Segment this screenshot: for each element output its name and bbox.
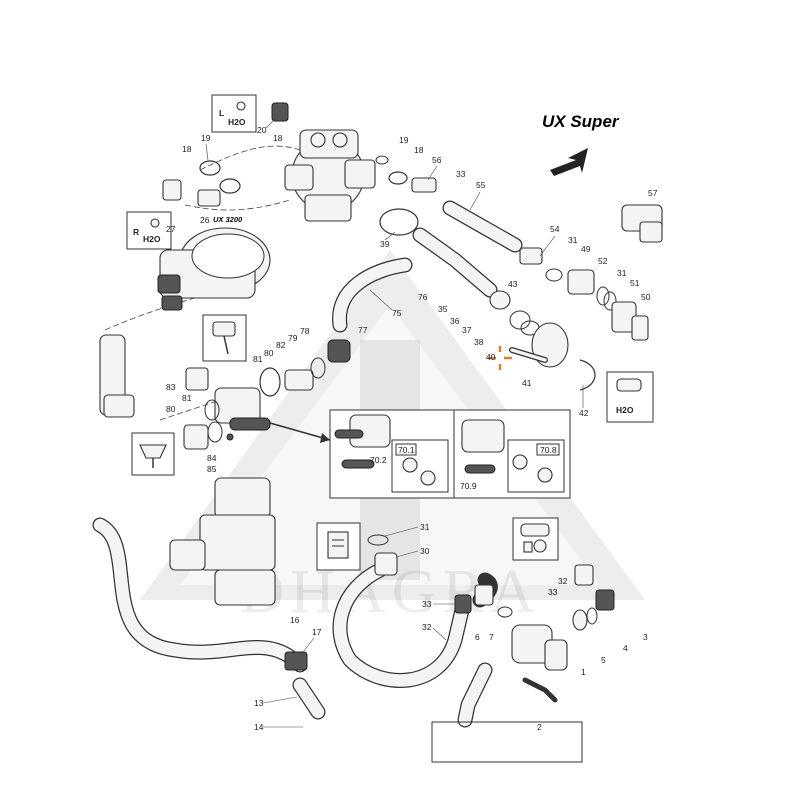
part-label: 3 — [643, 632, 648, 642]
svg-text:R: R — [133, 227, 139, 237]
part-label: 77 — [358, 325, 368, 335]
tank-water-icon: H2O — [606, 371, 654, 423]
right-water-icon: R H2O — [126, 211, 172, 250]
part-20 — [271, 102, 289, 122]
part-label: 19 — [399, 135, 409, 145]
strainer-icon — [316, 522, 361, 571]
part-label: 33 — [422, 599, 432, 609]
filter-housing — [157, 227, 271, 311]
part-label: 80 — [166, 404, 176, 414]
part-label: 37 — [462, 325, 472, 335]
part-label: 16 — [290, 615, 300, 625]
direction-arrow-icon — [550, 148, 588, 176]
part-label: 54 — [550, 224, 560, 234]
part-label: 26 — [200, 215, 210, 225]
part-label: 56 — [432, 155, 442, 165]
part-label: 13 — [254, 698, 264, 708]
part-label: 55 — [476, 180, 486, 190]
part-label: 32 — [558, 576, 568, 586]
part-label: 30 — [420, 546, 430, 556]
part-label: 51 — [630, 278, 640, 288]
part-label: 1 — [581, 667, 586, 677]
part-label: 27 — [166, 224, 176, 234]
part-label: 4 — [623, 643, 628, 653]
part-label: 6 — [475, 632, 480, 642]
part-label: 2 — [537, 722, 542, 732]
pump-assembly — [284, 129, 376, 222]
model-note: UX 3200 — [213, 215, 243, 224]
part-label: 39 — [380, 239, 390, 249]
callout-70-1: 70.1 — [398, 445, 415, 455]
part-label: 7 — [489, 632, 494, 642]
part-label: 31 — [568, 235, 578, 245]
part-label: 31 — [420, 522, 430, 532]
part-label: 42 — [579, 408, 589, 418]
part-label: 78 — [300, 326, 310, 336]
part-label: 38 — [474, 337, 484, 347]
part-label: 31 — [617, 268, 627, 278]
part-label: 35 — [438, 304, 448, 314]
valve-assembly — [183, 357, 326, 450]
part-label: 75 — [392, 308, 402, 318]
part-label: 80 — [264, 348, 274, 358]
filler-cap — [509, 322, 569, 368]
part-label: 50 — [641, 292, 651, 302]
valve-variants-panel: 70.1 70.2 70.8 70.9 — [329, 409, 571, 499]
diagram-title: UX Super — [542, 112, 620, 131]
callout-70-2: 70.2 — [370, 455, 387, 465]
part-label: 57 — [648, 188, 658, 198]
svg-text:H2O: H2O — [143, 234, 161, 244]
part-label: 18 — [182, 144, 192, 154]
part-label: 18 — [414, 145, 424, 155]
part-label: 14 — [254, 722, 264, 732]
drain-icon — [131, 432, 175, 476]
part-label: 33 — [548, 587, 558, 597]
part-label: 43 — [508, 279, 518, 289]
callout-70-9: 70.9 — [460, 481, 477, 491]
part-label: 82 — [276, 340, 286, 350]
bucket-icon — [512, 517, 559, 561]
part-label: 81 — [253, 354, 263, 364]
svg-text:H2O: H2O — [228, 117, 246, 127]
part-label: 76 — [418, 292, 428, 302]
part-label: 5 — [601, 655, 606, 665]
svg-text:L: L — [219, 108, 224, 118]
part-label: 40 — [486, 352, 496, 362]
part-label: 81 — [182, 393, 192, 403]
part-label: 17 — [312, 627, 322, 637]
part-label: 84 — [207, 453, 217, 463]
left-water-icon: L H2O — [211, 94, 257, 133]
callout-70-8: 70.8 — [540, 445, 557, 455]
crosshair-icon — [488, 346, 512, 370]
part-label: 33 — [456, 169, 466, 179]
part-label: 85 — [207, 464, 217, 474]
part-label: 49 — [581, 244, 591, 254]
tap-valve — [497, 606, 568, 703]
part-label: 18 — [273, 133, 283, 143]
part-label: 41 — [522, 378, 532, 388]
part-labels: 20 18 19 18 26 27 19 18 56 33 55 57 54 3… — [166, 117, 658, 732]
svg-text:H2O: H2O — [616, 405, 634, 415]
lower-pump-block — [169, 477, 276, 606]
part-label: 32 — [422, 622, 432, 632]
part-label: 83 — [166, 382, 176, 392]
filter-icon — [202, 314, 247, 362]
part-label: 20 — [257, 125, 267, 135]
part-label: 79 — [288, 333, 298, 343]
part-label: 52 — [598, 256, 608, 266]
part-label: 36 — [450, 316, 460, 326]
part-label: 19 — [201, 133, 211, 143]
